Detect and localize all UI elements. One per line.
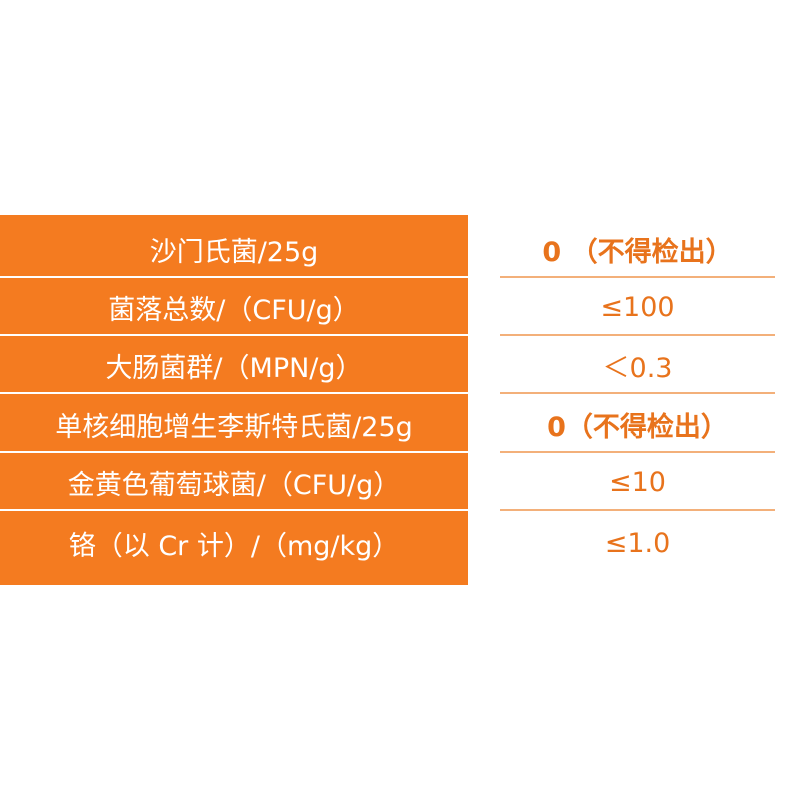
row-label: 铬（以 Cr 计）/（mg/kg） bbox=[68, 530, 400, 562]
label-divider bbox=[0, 451, 468, 453]
table-row: 金黄色葡萄球菌/（CFU/g） ≤10 bbox=[0, 453, 800, 511]
table-row: 铬（以 Cr 计）/（mg/kg） ≤1.0 bbox=[0, 514, 800, 572]
row-label: 单核细胞增生李斯特氏菌/25g bbox=[55, 411, 413, 443]
row-label: 大肠菌群/（MPN/g） bbox=[105, 352, 363, 384]
row-value: ≤10 bbox=[609, 466, 666, 498]
value-divider bbox=[500, 334, 775, 336]
table-row: 沙门氏菌/25g 0 （不得检出） bbox=[0, 220, 800, 278]
row-value: ＜0.3 bbox=[602, 352, 673, 384]
label-divider bbox=[0, 334, 468, 336]
table-row: 大肠菌群/（MPN/g） ＜0.3 bbox=[0, 336, 800, 394]
label-divider bbox=[0, 392, 468, 394]
row-value: ≤100 bbox=[600, 291, 675, 323]
value-divider bbox=[500, 451, 775, 453]
row-value: ≤1.0 bbox=[604, 527, 671, 559]
value-divider bbox=[500, 392, 775, 394]
value-divider bbox=[500, 276, 775, 278]
label-divider bbox=[0, 276, 468, 278]
row-label: 菌落总数/（CFU/g） bbox=[108, 294, 360, 326]
row-value: 0（不得检出） bbox=[547, 411, 728, 443]
table-row: 菌落总数/（CFU/g） ≤100 bbox=[0, 278, 800, 336]
row-label: 金黄色葡萄球菌/（CFU/g） bbox=[67, 469, 401, 501]
value-divider bbox=[500, 509, 775, 511]
spec-table: 沙门氏菌/25g 0 （不得检出） 菌落总数/（CFU/g） ≤100 大肠菌群… bbox=[0, 215, 800, 585]
label-divider bbox=[0, 509, 468, 511]
row-label: 沙门氏菌/25g bbox=[149, 236, 319, 268]
table-row: 单核细胞增生李斯特氏菌/25g 0（不得检出） bbox=[0, 395, 800, 453]
row-value: 0 （不得检出） bbox=[542, 236, 733, 268]
